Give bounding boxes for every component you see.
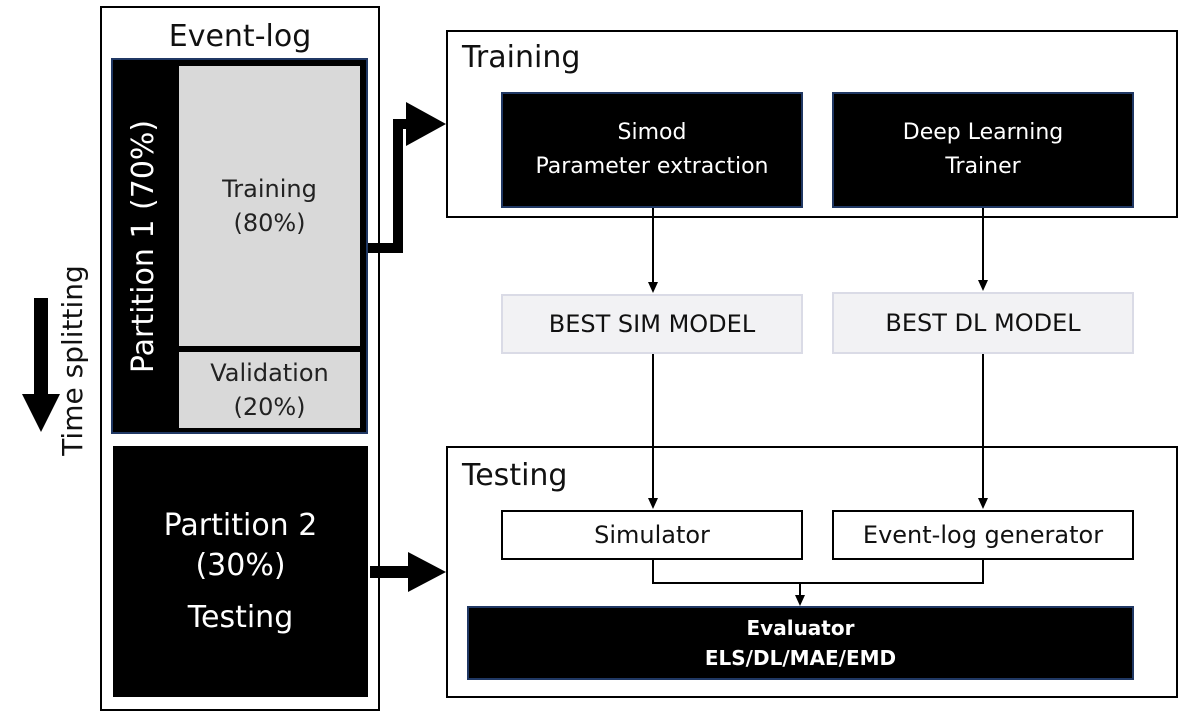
testing-panel-title: Testing [462, 458, 568, 493]
training-panel-title: Training [462, 40, 581, 75]
simulator: Simulator [501, 510, 803, 560]
outputs-to-evaluator-arrow [652, 560, 984, 606]
validation-split: Validation (20%) [177, 350, 362, 430]
deep-learning-trainer: Deep Learning Trainer [832, 92, 1134, 208]
evaluator: Evaluator ELS/DL/MAE/EMD [467, 606, 1134, 680]
simod-parameter-extraction: Simod Parameter extraction [501, 92, 803, 208]
best-sim-model: BEST SIM MODEL [501, 294, 803, 354]
training-split: Training (80%) [177, 64, 362, 348]
sim-model-to-simulator-arrow [648, 354, 658, 509]
best-dl-model: BEST DL MODEL [832, 292, 1134, 354]
event-log-generator: Event-log generator [832, 510, 1134, 560]
partition1-to-training-arrow [368, 102, 446, 253]
simod-to-sim-model-arrow [648, 208, 658, 293]
dl-trainer-to-dl-model-arrow [978, 208, 988, 291]
partition-2: Partition 2 (30%) Testing [113, 446, 368, 697]
time-splitting-arrow [22, 298, 60, 432]
dl-model-to-generator-arrow [978, 354, 988, 509]
partition2-to-testing-arrow [370, 552, 446, 592]
event-log-title: Event-log [168, 18, 312, 54]
